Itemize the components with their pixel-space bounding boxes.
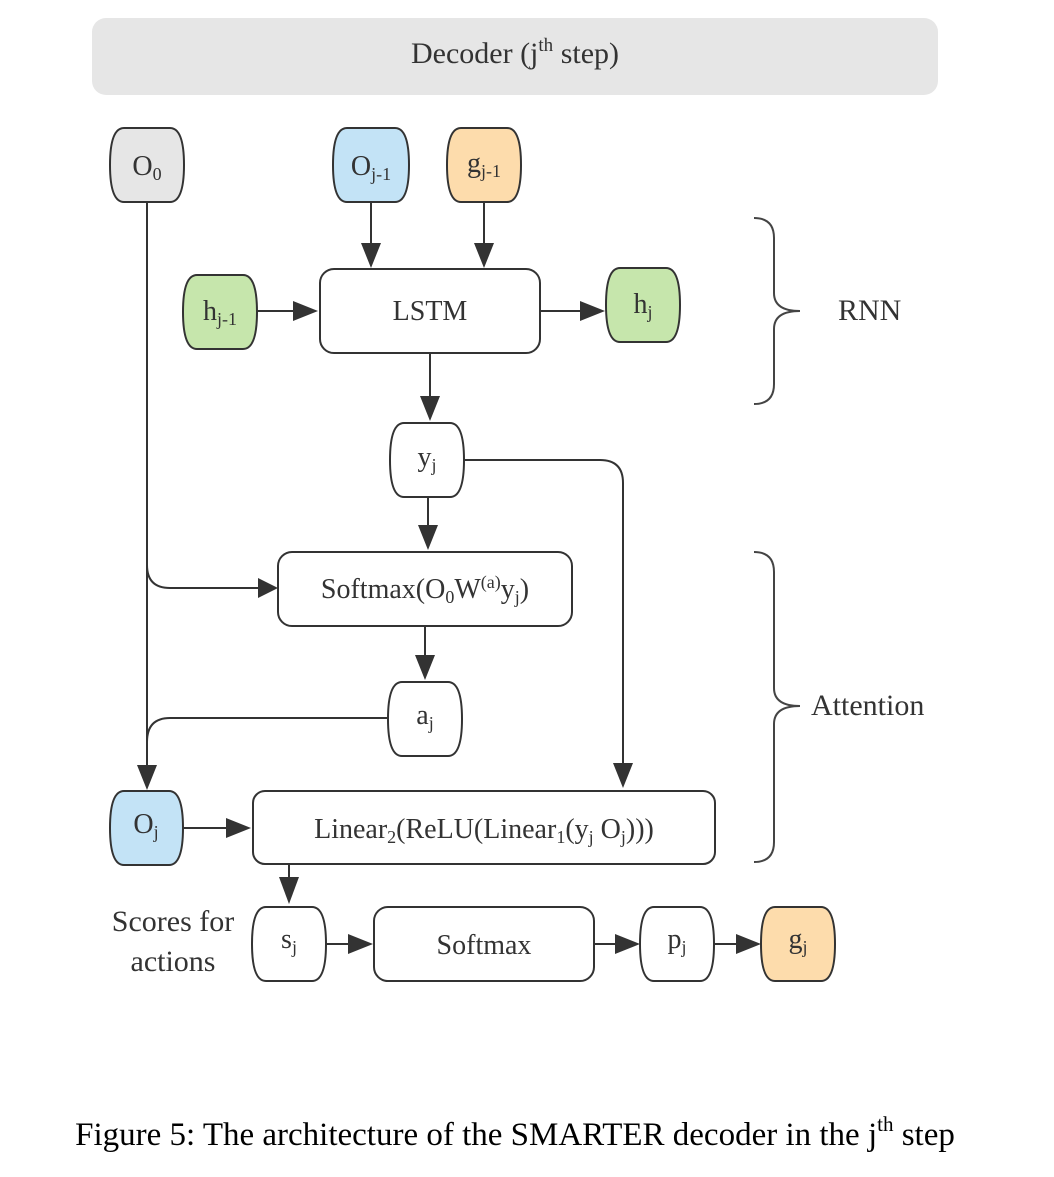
- attention-brace-icon: [753, 551, 801, 863]
- node-aj: aj: [386, 681, 464, 757]
- arrowhead: [293, 301, 318, 321]
- svg-text:Oj-1: Oj-1: [351, 151, 391, 184]
- arrowhead: [137, 765, 157, 790]
- node-sj: sj: [250, 906, 328, 982]
- edge-aj-to-oj: [146, 717, 388, 743]
- svg-text:hj-1: hj-1: [203, 296, 237, 329]
- node-yj: yj: [388, 422, 466, 498]
- svg-text:Softmax: Softmax: [437, 930, 532, 961]
- attention-label: Attention: [811, 689, 924, 722]
- svg-text:Oj: Oj: [133, 809, 158, 842]
- arrowhead: [613, 763, 633, 788]
- svg-text:sj: sj: [281, 924, 297, 957]
- svg-text:gj: gj: [788, 924, 807, 957]
- arrowhead: [279, 877, 299, 904]
- node-oj-prev: Oj-1: [331, 127, 411, 203]
- svg-text:LSTM: LSTM: [393, 296, 468, 327]
- arrowhead: [226, 818, 251, 838]
- nodes: O0 Oj-1 gj-1 hj-1 LSTM hj yj: [108, 127, 837, 982]
- svg-text:actions: actions: [131, 945, 216, 978]
- header-bar: Decoder (jth step): [92, 18, 938, 95]
- header-background: [92, 18, 938, 95]
- node-hj: hj: [604, 267, 682, 343]
- arrowhead: [420, 396, 440, 421]
- arrowhead: [474, 243, 494, 268]
- header-title: Decoder (jth step): [411, 35, 619, 70]
- arrowhead: [258, 578, 278, 598]
- svg-text:gj-1: gj-1: [467, 148, 501, 181]
- svg-text:yj: yj: [417, 442, 436, 475]
- rnn-brace-icon: [753, 217, 801, 405]
- edges: [137, 202, 761, 954]
- arrowhead: [415, 655, 435, 680]
- scores-label: Scores for actions: [112, 905, 234, 978]
- arrowhead: [736, 934, 761, 954]
- svg-text:O0: O0: [132, 151, 161, 184]
- svg-text:Softmax(O0W(a)yj): Softmax(O0W(a)yj): [321, 572, 529, 607]
- node-softmax-attention: Softmax(O0W(a)yj): [277, 551, 573, 627]
- svg-text:Scores for: Scores for: [112, 905, 234, 938]
- arrowhead: [348, 934, 373, 954]
- rnn-group: RNN: [753, 217, 901, 405]
- edge-yj-to-linear: [464, 459, 624, 765]
- svg-text:hj: hj: [633, 289, 652, 322]
- node-gj-prev: gj-1: [445, 127, 523, 203]
- node-linear: Linear2(ReLU(Linear1(yj Oj))): [252, 790, 716, 865]
- node-hj-prev: hj-1: [181, 274, 259, 350]
- svg-text:pj: pj: [667, 924, 686, 957]
- arrowhead: [615, 934, 640, 954]
- svg-text:Linear2(ReLU(Linear1(yj Oj))): Linear2(ReLU(Linear1(yj Oj))): [314, 814, 654, 847]
- arrowhead: [361, 243, 381, 268]
- svg-text:aj: aj: [416, 700, 433, 733]
- attention-group: Attention: [753, 551, 924, 863]
- rnn-label: RNN: [838, 294, 901, 327]
- node-oj: Oj: [108, 790, 185, 866]
- node-softmax: Softmax: [373, 906, 595, 982]
- node-gj: gj: [759, 906, 837, 982]
- arrowhead: [580, 301, 605, 321]
- node-o0: O0: [108, 127, 186, 203]
- node-pj: pj: [638, 906, 716, 982]
- arrowhead: [418, 525, 438, 550]
- edge-o0-to-softmax-attn: [146, 202, 258, 589]
- figure-caption: Figure 5: The architecture of the SMARTE…: [75, 1112, 955, 1153]
- node-lstm: LSTM: [319, 268, 541, 354]
